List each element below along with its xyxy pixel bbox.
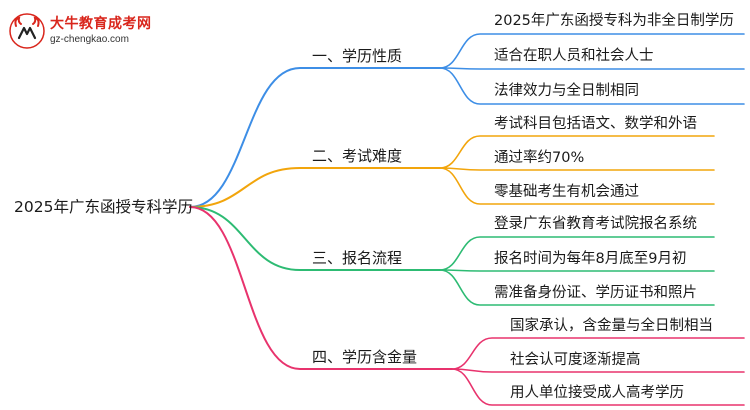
connector-nature-leaf-1 [439, 33, 745, 69]
branch-label-process: 三、报名流程 [312, 249, 403, 267]
connector-root-process [189, 206, 441, 271]
connector-root-difficulty [189, 167, 441, 208]
leaf-nature-3: 法律效力与全日制相同 [494, 83, 639, 99]
leaf-difficulty-2: 通过率约70% [494, 150, 585, 166]
mindmap-root-label: 2025年广东函授专科学历 [14, 198, 193, 216]
logo-site-url: gz-chengkao.com [50, 34, 129, 45]
leaf-difficulty-3: 零基础考生有机会通过 [494, 184, 639, 200]
leaf-process-3: 需准备身份证、学历证书和照片 [494, 285, 697, 301]
connector-process-leaf-1 [439, 236, 715, 271]
leaf-nature-1: 2025年广东函授专科为非全日制学历 [494, 13, 734, 29]
connector-nature-leaf-2 [439, 67, 745, 70]
connector-root-value [189, 206, 453, 370]
connector-difficulty-leaf-1 [439, 135, 715, 169]
leaf-difficulty-1: 考试科目包括语文、数学和外语 [494, 116, 697, 132]
connector-root-nature [189, 67, 441, 208]
leaf-process-1: 登录广东省教育考试院报名系统 [494, 216, 697, 232]
branch-label-value: 四、学历含金量 [312, 348, 418, 366]
leaf-value-3: 用人单位接受成人高考学历 [510, 385, 684, 401]
leaf-process-2: 报名时间为每年8月底至9月初 [494, 251, 687, 267]
logo-site-name: 大牛教育成考网 [50, 16, 152, 32]
connector-difficulty-leaf-2 [439, 167, 715, 171]
branch-label-nature: 一、学历性质 [312, 47, 403, 65]
leaf-nature-2: 适合在职人员和社会人士 [494, 48, 654, 64]
connector-process-leaf-3 [439, 269, 715, 306]
ox-logo-icon [9, 13, 45, 49]
leaf-value-1: 国家承认，含金量与全日制相当 [510, 318, 713, 334]
connector-value-leaf-1 [451, 337, 745, 370]
connector-value-leaf-2 [451, 368, 745, 373]
connector-nature-leaf-3 [439, 67, 745, 105]
site-logo[interactable]: 大牛教育成考网 gz-chengkao.com [6, 10, 166, 52]
branch-label-difficulty: 二、考试难度 [312, 147, 403, 165]
connector-difficulty-leaf-3 [439, 167, 715, 205]
connector-process-leaf-2 [439, 269, 715, 272]
connector-value-leaf-3 [451, 368, 745, 406]
leaf-value-2: 社会认可度逐渐提高 [510, 352, 641, 368]
